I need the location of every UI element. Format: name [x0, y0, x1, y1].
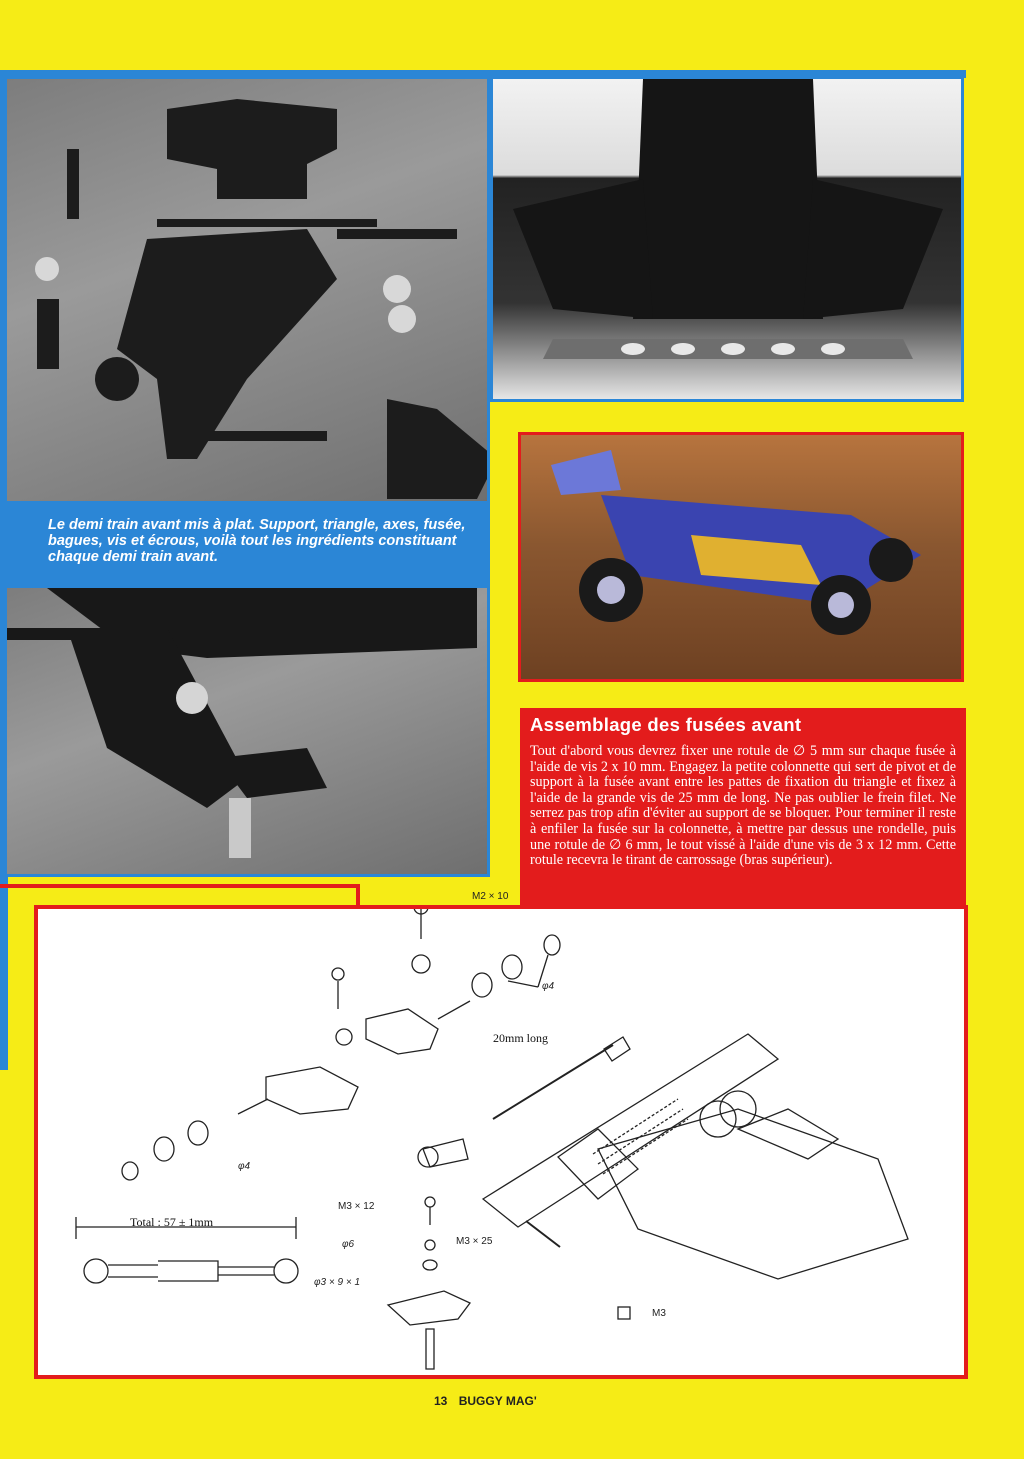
photo-chassis-front: [490, 76, 964, 402]
red-frame-connector: [0, 884, 360, 910]
label-total-length: Total : 57 ± 1mm: [130, 1215, 214, 1229]
section-body: Tout d'abord vous devrez fixer une rotul…: [530, 743, 956, 869]
photo-caption: Le demi train avant mis à plat. Support,…: [48, 517, 466, 565]
parts-illustration: [35, 99, 487, 499]
magazine-name: BUGGY MAG': [458, 1394, 537, 1408]
label-m3x12: M3 × 12: [338, 1201, 375, 1212]
photo-assembled-arm: [4, 585, 490, 877]
section-title: Assemblage des fusées avant: [530, 714, 802, 735]
photo-front-parts: [4, 76, 490, 504]
arm-illustration: [7, 588, 477, 858]
label-m2x10: M2 × 10: [472, 891, 509, 902]
label-m3x25: M3 × 25: [456, 1236, 493, 1247]
label-m3: M3: [652, 1308, 666, 1319]
footer: 13 BUGGY MAG': [434, 1394, 537, 1408]
label-phi6: φ6: [342, 1239, 355, 1250]
label-20mm-long: 20mm long: [493, 1031, 549, 1045]
label-phi4-left: φ4: [238, 1161, 251, 1172]
label-phi3x9x1: φ3 × 9 × 1: [314, 1277, 361, 1288]
diagram-drawing: [75, 899, 909, 1370]
label-phi4-top: φ4: [542, 981, 555, 992]
blue-frame-top: [0, 70, 966, 78]
assembly-section: Assemblage des fusées avant Tout d'abord…: [520, 708, 966, 926]
page-number: 13: [434, 1394, 448, 1408]
photo-buggy-colour: [518, 432, 964, 682]
caption-band: [4, 503, 490, 585]
buggy-illustration: [551, 450, 921, 635]
exploded-diagram: M2 × 10 φ4 20mm long φ4 Total : 57 ± 1mm…: [34, 891, 968, 1379]
chassis-illustration: [513, 79, 943, 359]
